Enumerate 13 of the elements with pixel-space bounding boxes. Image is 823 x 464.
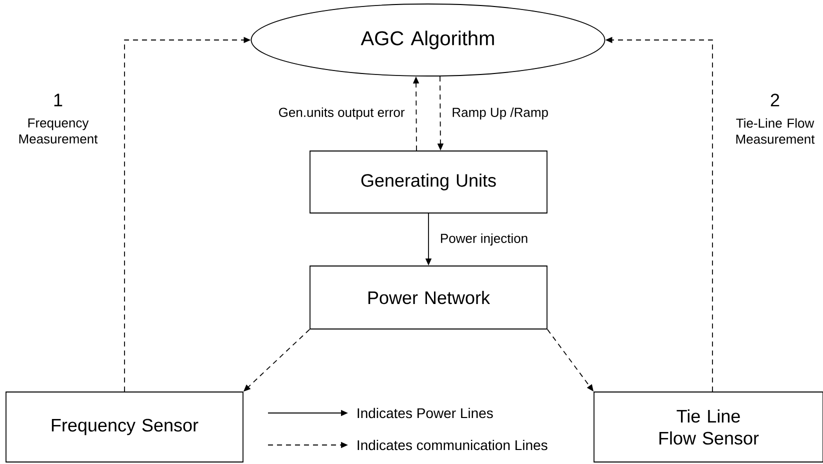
edge-label: Gen.units output error [277,106,406,121]
legend-text: Indicates communication Lines [358,440,548,450]
label: 1 [54,94,62,106]
process-box: Frequency Sensor [6,392,244,462]
legend-text: Indicates Power Lines [358,408,493,418]
process-box: Generating Units [310,150,548,214]
label: 2 [770,94,780,106]
label: Frequency Measurement [19,118,98,144]
process-box: Tie Line Flow Sensor [594,392,823,462]
edge-label: Ramp Up /Ramp [450,106,550,121]
process-box: Power Network [310,266,548,330]
edge-label: Power injection [438,232,530,247]
label: Tie-Line Flow Measurement [736,118,815,144]
